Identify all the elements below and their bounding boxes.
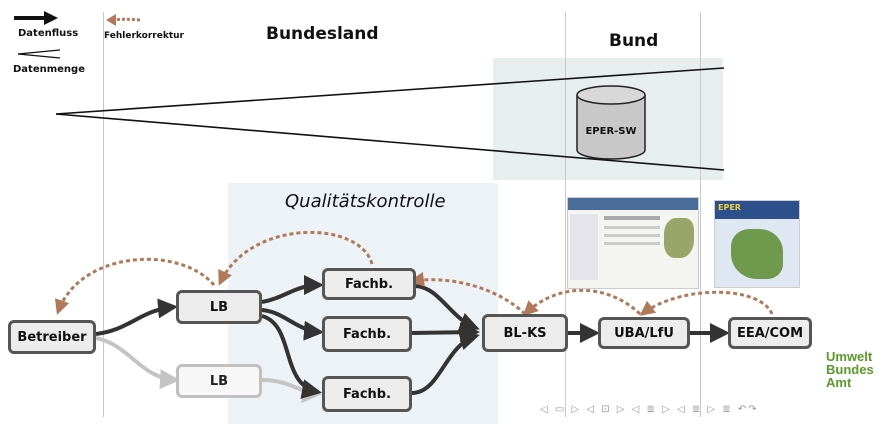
flow-lb-top-fachb-middle <box>261 308 324 341</box>
legend-datenmenge-wedge-icon <box>17 49 61 59</box>
legend-datenfluss-arrow-icon <box>14 11 58 25</box>
node-eea-com[interactable]: EEA/COM <box>728 317 812 349</box>
correction-eea-uba <box>639 290 774 316</box>
datenmenge-wedge <box>55 67 725 171</box>
heading-bund: Bund <box>609 31 659 51</box>
legend-fehlerkorrektur-arrow-icon <box>106 14 141 26</box>
logo-line-2: Bundes <box>826 362 874 377</box>
node-bl-ks[interactable]: BL-KS <box>482 314 568 352</box>
correction-uba-blks <box>522 288 642 317</box>
eper-sw-database-icon <box>576 85 646 160</box>
correction-blks-fachb <box>409 271 527 316</box>
flow-fachb-top-blks <box>415 284 480 332</box>
uba-website-thumbnail <box>567 197 699 289</box>
umweltbundesamt-logo: Umwelt Bundes Amt <box>826 350 874 389</box>
node-lb-bottom[interactable]: LB <box>176 364 262 398</box>
flow-fachb-bottom-blks <box>411 330 480 395</box>
heading-qualitaetskontrolle: Qualitätskontrolle <box>285 191 446 212</box>
legend-fehlerkorrektur-label: Fehlerkorrektur <box>104 31 184 41</box>
logo-line-3: Amt <box>826 375 852 390</box>
eper-site-title: EPER <box>718 203 741 212</box>
flow-betreiber-lb-top <box>95 298 178 336</box>
logo-line-1: Umwelt <box>826 349 873 364</box>
node-uba-lfu[interactable]: UBA/LfU <box>598 317 690 349</box>
separator-bund-right <box>700 12 701 417</box>
flow-betreiber-lb-bottom <box>95 336 180 390</box>
node-betreiber[interactable]: Betreiber <box>8 320 96 354</box>
node-fachb-top[interactable]: Fachb. <box>322 268 416 300</box>
flow-fachb-middle-blks <box>411 322 480 343</box>
node-fachb-bottom[interactable]: Fachb. <box>322 376 412 412</box>
eper-sw-label: EPER-SW <box>585 126 637 137</box>
separator-left <box>103 12 104 417</box>
legend-datenfluss-label: Datenfluss <box>18 28 79 39</box>
slide-navigation-bar[interactable]: ◁ ▭ ▷ ◁ ⊡ ▷ ◁ ≣ ▷ ◁ ≣ ▷ ≣ ↶↷ <box>540 404 759 415</box>
legend-datenmenge-label: Datenmenge <box>13 64 85 75</box>
correction-fachb-lb <box>218 230 374 286</box>
flow-lb-top-fachb-bottom <box>261 314 322 399</box>
heading-bundesland: Bundesland <box>266 24 379 44</box>
node-lb-top[interactable]: LB <box>176 290 262 324</box>
eper-website-thumbnail: EPER <box>714 200 800 288</box>
separator-bund-left <box>565 12 566 417</box>
node-fachb-middle[interactable]: Fachb. <box>322 316 412 352</box>
flow-lb-top-fachb-top <box>261 275 324 304</box>
